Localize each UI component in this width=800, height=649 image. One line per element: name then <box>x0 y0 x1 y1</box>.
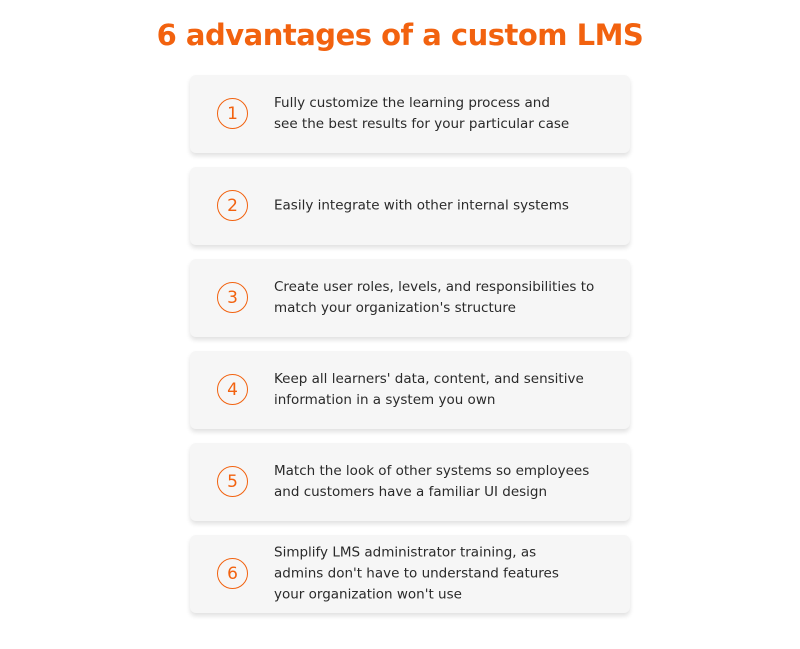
advantage-card-4: 4 Keep all learners' data, content, and … <box>190 351 630 429</box>
number-badge: 1 <box>217 98 248 129</box>
page-title: 6 advantages of a custom LMS <box>156 18 644 52</box>
number-badge: 4 <box>217 374 248 405</box>
advantage-text: Match the look of other systems so emplo… <box>274 463 590 500</box>
advantage-text: Create user roles, levels, and responsib… <box>274 279 595 316</box>
number-badge: 6 <box>217 558 248 589</box>
number-badge: 2 <box>217 190 248 221</box>
advantage-card-6: 6 Simplify LMS administrator training, a… <box>190 535 630 613</box>
advantage-card-5: 5 Match the look of other systems so emp… <box>190 443 630 521</box>
advantage-text: Keep all learners' data, content, and se… <box>274 371 584 408</box>
advantage-card-1: 1 Fully customize the learning process a… <box>190 75 630 153</box>
advantage-text: Easily integrate with other internal sys… <box>274 197 569 214</box>
advantage-card-3: 3 Create user roles, levels, and respons… <box>190 259 630 337</box>
advantage-text: Simplify LMS administrator training, as … <box>274 544 559 603</box>
advantage-text: Fully customize the learning process and… <box>274 95 570 132</box>
number-badge: 5 <box>217 466 248 497</box>
advantage-card-2: 2 Easily integrate with other internal s… <box>190 167 630 245</box>
number-badge: 3 <box>217 282 248 313</box>
